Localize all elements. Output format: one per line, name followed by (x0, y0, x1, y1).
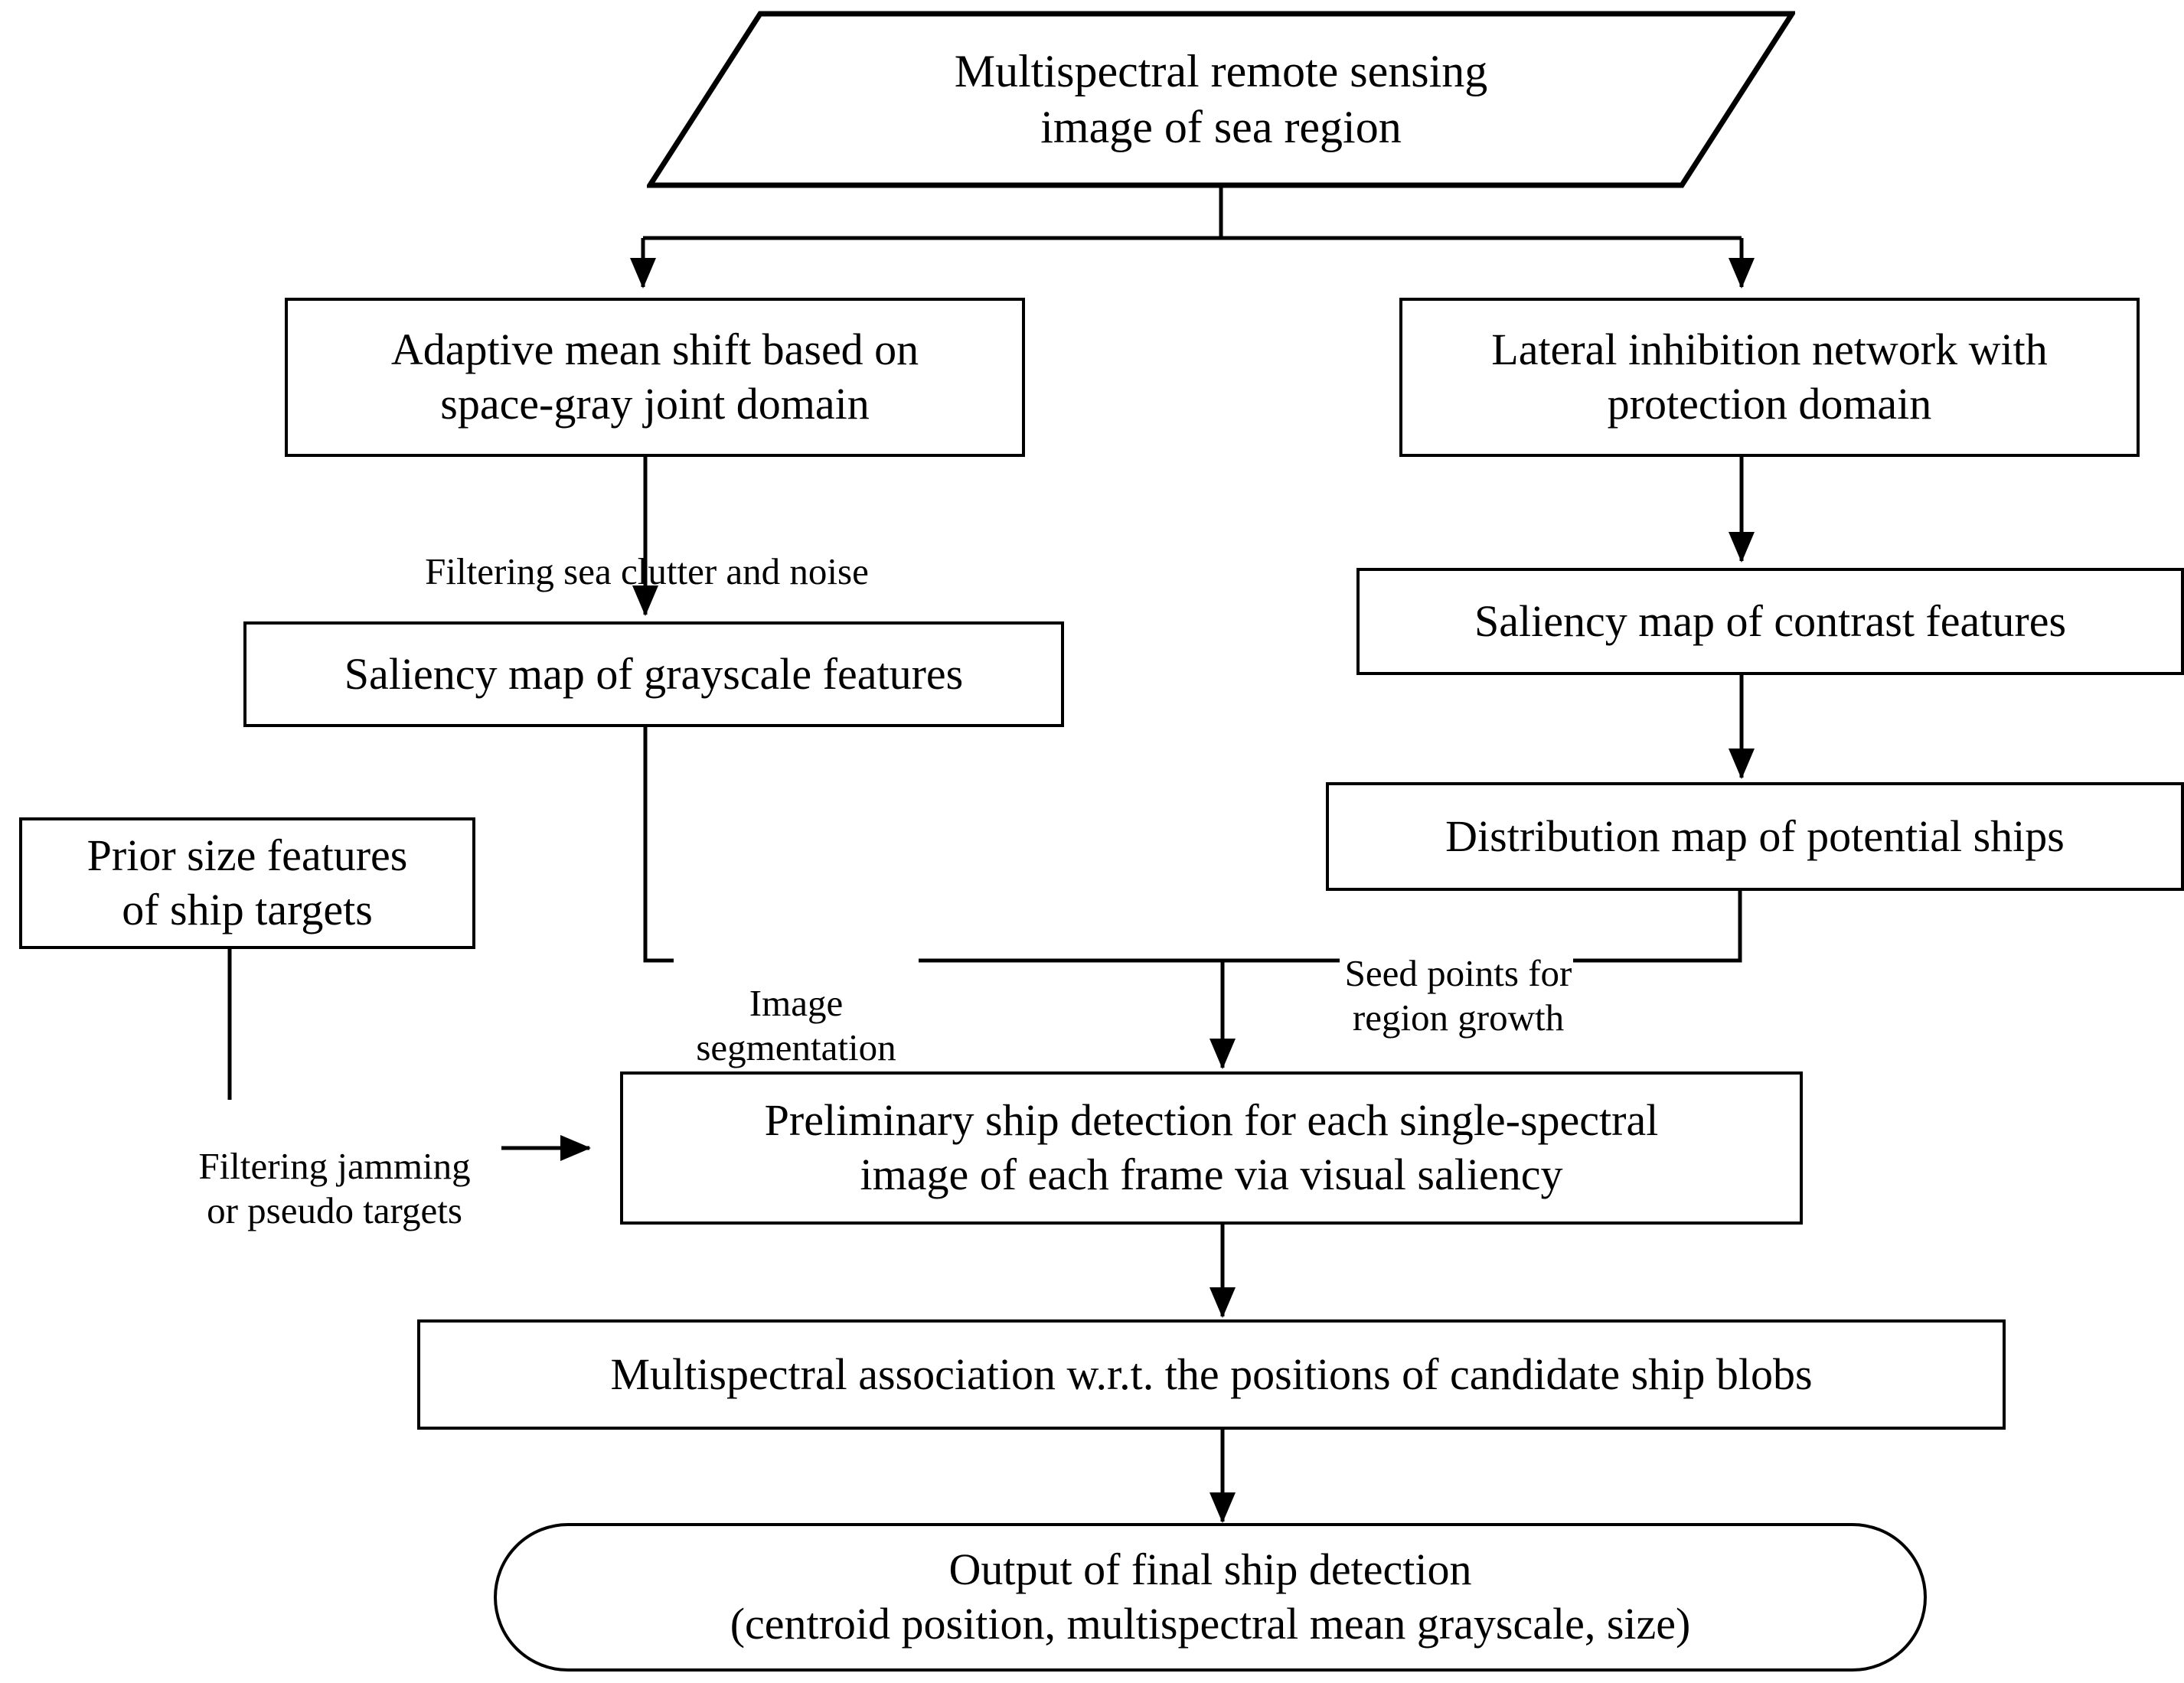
node-input-label: Multispectral remote sensing image of se… (954, 45, 1488, 152)
node-adaptive-mean-shift[interactable]: Adaptive mean shift based on space-gray … (285, 298, 1025, 457)
node-grayscale-saliency-label: Saliency map of grayscale features (344, 648, 964, 699)
node-final-output-label: Output of final ship detection (centroid… (730, 1544, 1691, 1649)
node-prior-size-features-label: Prior size features of ship targets (87, 830, 408, 934)
edge-label-seed-points: Seed points for region growth (1340, 907, 1577, 1039)
edge-label-filter-jamming: Filtering jamming or pseudo targets (170, 1100, 499, 1232)
edge-label-filter-clutter-text: Filtering sea clutter and noise (425, 550, 869, 592)
node-multispectral-association[interactable]: Multispectral association w.r.t. the pos… (417, 1319, 2006, 1430)
node-final-output[interactable]: Output of final ship detection (centroid… (494, 1523, 1927, 1672)
node-preliminary-detection-label: Preliminary ship detection for each sing… (764, 1095, 1659, 1199)
node-lateral-inhibition[interactable]: Lateral inhibition network with protecti… (1399, 298, 2140, 457)
edge-label-seed-points-text: Seed points for region growth (1344, 951, 1572, 1039)
edge-label-filter-jamming-text: Filtering jamming or pseudo targets (198, 1144, 471, 1231)
node-distribution-map-label: Distribution map of potential ships (1445, 811, 2065, 861)
edge-grayscale-merge (643, 727, 1223, 963)
node-multispectral-association-label: Multispectral association w.r.t. the pos… (610, 1349, 1813, 1399)
parallelogram-shape (647, 11, 1795, 188)
edge-label-filter-clutter: Filtering sea clutter and noise (383, 505, 911, 594)
node-input-parallelogram[interactable]: Multispectral remote sensing image of se… (647, 11, 1795, 188)
node-contrast-saliency-label: Saliency map of contrast features (1474, 595, 2067, 646)
node-grayscale-saliency[interactable]: Saliency map of grayscale features (243, 621, 1064, 727)
node-distribution-map[interactable]: Distribution map of potential ships (1326, 782, 2184, 891)
node-adaptive-mean-shift-label: Adaptive mean shift based on space-gray … (390, 325, 919, 429)
node-prior-size-features[interactable]: Prior size features of ship targets (19, 817, 475, 949)
node-lateral-inhibition-label: Lateral inhibition network with protecti… (1491, 325, 2048, 429)
node-contrast-saliency[interactable]: Saliency map of contrast features (1356, 568, 2184, 675)
edge-label-image-segmentation-text: Image segmentation (696, 981, 896, 1068)
edge-label-image-segmentation: Image segmentation (674, 937, 919, 1069)
node-preliminary-detection[interactable]: Preliminary ship detection for each sing… (620, 1071, 1803, 1225)
edge-input-split (630, 188, 1755, 289)
